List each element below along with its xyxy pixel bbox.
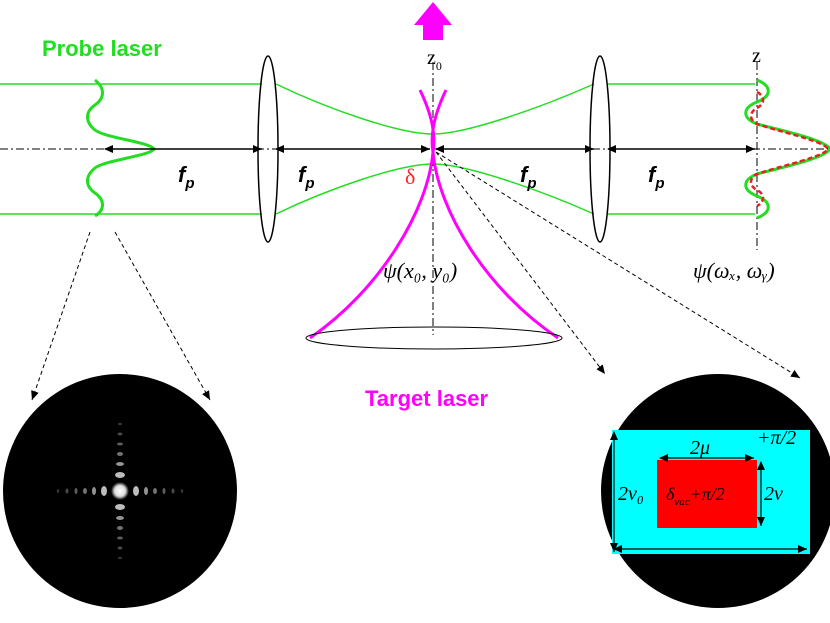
output-detected-profile — [749, 90, 830, 208]
arrow-up-icon — [414, 2, 452, 40]
diffraction-spots — [56, 422, 184, 560]
svg-text:fp: fp — [520, 162, 537, 192]
two-nu-label: 2ν — [764, 483, 783, 505]
svg-text:fp: fp — [648, 162, 665, 192]
input-profile-curve — [86, 78, 156, 218]
svg-text:fp: fp — [298, 162, 315, 192]
delta-label: δ — [405, 164, 415, 189]
two-mu0-label: 2μ₀ — [688, 555, 715, 577]
diffraction-pattern-circle — [3, 374, 237, 608]
svg-text:fp: fp — [178, 162, 195, 192]
pointer-arrows — [31, 151, 801, 401]
z-label: z — [752, 45, 761, 67]
target-laser-label: Target laser — [365, 386, 489, 411]
red-region — [657, 460, 757, 528]
z0-label: z0 — [427, 47, 442, 73]
fp-labels: fp fp fp fp — [178, 162, 665, 192]
output-probe-profile — [744, 78, 830, 220]
phase-map-circle — [601, 374, 830, 608]
two-mu-label: 2μ — [690, 437, 710, 459]
target-beam — [309, 89, 559, 340]
dimension-arrows — [610, 431, 807, 553]
plus-pi-half-label: +π/2 — [757, 427, 796, 449]
two-nu0-label: 2ν₀ — [618, 483, 644, 505]
psi-x0y0-label: ψ(x₀, y₀) — [383, 258, 457, 283]
probe-laser-label: Probe laser — [42, 36, 162, 61]
target-base-ellipse — [305, 326, 563, 350]
delta-vac-label: δvac+π/2 — [666, 484, 725, 508]
psi-wxwy-label: ψ(ωₓ, ωᵧ) — [693, 258, 775, 283]
